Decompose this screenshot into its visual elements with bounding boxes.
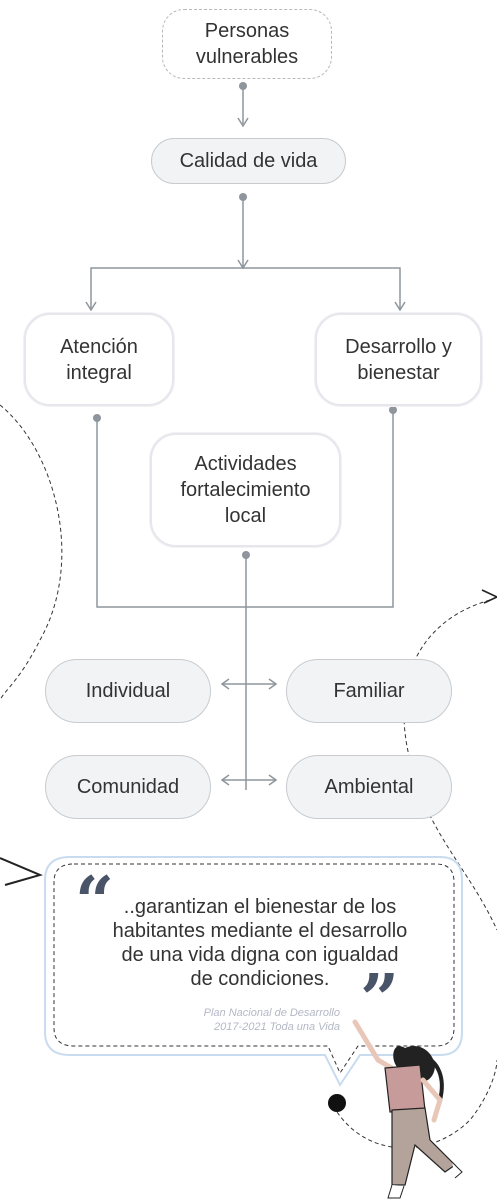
node-individual: Individual xyxy=(45,659,211,723)
node-desarrollo-bienestar: Desarrollo y bienestar xyxy=(315,313,482,406)
node-line: local xyxy=(224,505,267,527)
decorative-chevron-left xyxy=(0,857,43,886)
quote-line: habitantes mediante el desarrollo xyxy=(112,920,408,942)
node-comunidad: Comunidad xyxy=(45,755,211,819)
node-label: Ambiental xyxy=(324,776,414,798)
node-label: Familiar xyxy=(333,680,405,702)
node-line: fortalecimiento xyxy=(180,479,311,501)
decorative-curve-bottom xyxy=(329,1059,497,1149)
quote-line: ..garantizan el bienestar de los xyxy=(123,896,397,918)
node-line: Personas xyxy=(204,20,290,42)
node-label: Individual xyxy=(85,680,171,702)
arrow-down-icon xyxy=(85,193,406,312)
decorative-curve-left xyxy=(0,404,63,701)
node-line: vulnerables xyxy=(195,46,299,68)
node-ambiental: Ambiental xyxy=(286,755,452,819)
node-label: Calidad de vida xyxy=(179,150,318,172)
quote-source: Plan Nacional de Desarrollo 2017-2021 To… xyxy=(120,1006,340,1034)
quote-text: ..garantizan el bienestar de los habitan… xyxy=(80,895,440,991)
node-personas-vulnerables: Personas vulnerables xyxy=(162,9,332,79)
node-familiar: Familiar xyxy=(286,659,452,723)
woman-illustration xyxy=(328,1019,463,1199)
node-line: integral xyxy=(66,361,132,384)
node-line: Atención xyxy=(60,335,138,358)
double-arrow-icon xyxy=(220,774,278,786)
open-quote-icon: “ xyxy=(75,862,115,942)
quote-source-line: 2017-2021 Toda una Vida xyxy=(213,1021,340,1033)
node-line: Actividades xyxy=(194,453,297,475)
quote-line: de condiciones. xyxy=(190,968,330,990)
arrow-down-icon xyxy=(237,82,249,128)
node-line: bienestar xyxy=(357,361,440,384)
node-actividades: Actividades fortalecimiento local xyxy=(150,433,341,547)
node-label: Comunidad xyxy=(76,776,180,798)
node-calidad-de-vida: Calidad de vida xyxy=(151,138,346,184)
quote-line: de una vida digna con igualdad xyxy=(121,944,399,966)
quote-bubble-inner xyxy=(53,863,455,1075)
close-quote-icon: ” xyxy=(360,960,400,1040)
decorative-chevron-right xyxy=(481,589,497,604)
node-atencion-integral: Atención integral xyxy=(24,313,174,406)
double-arrow-icon xyxy=(220,678,278,690)
quote-source-line: Plan Nacional de Desarrollo xyxy=(203,1007,340,1019)
node-line: Desarrollo y xyxy=(345,335,452,358)
